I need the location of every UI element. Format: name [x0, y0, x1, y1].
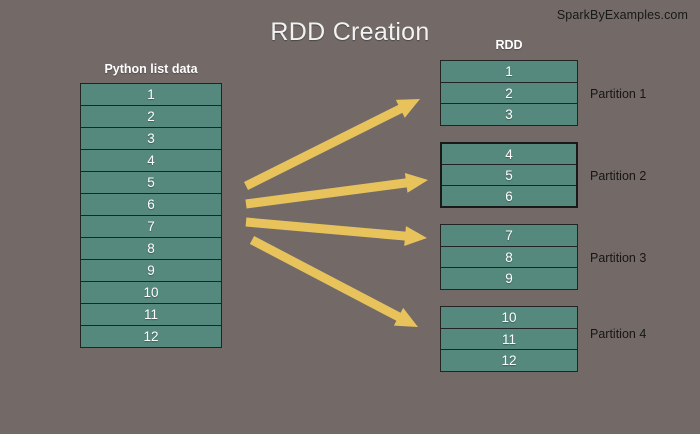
partition-3-cell: 8 [441, 246, 577, 269]
python-list-cell: 11 [81, 304, 221, 326]
partition-1-cell: 1 [441, 61, 577, 83]
arrow-to-partition-4 [249, 236, 419, 328]
python-list-cell: 5 [81, 172, 221, 194]
arrow-to-partition-3 [245, 217, 428, 247]
python-list-cell: 7 [81, 216, 221, 238]
partition-2-cell: 5 [442, 165, 576, 186]
partition-1-cell: 2 [441, 82, 577, 105]
partition-2-cell: 6 [442, 186, 576, 206]
partition-3-cell: 9 [441, 268, 577, 290]
partition-2-cell: 4 [442, 144, 576, 165]
partition-label-2: Partition 2 [590, 169, 647, 183]
python-list-cell: 2 [81, 106, 221, 128]
python-list-cell: 10 [81, 282, 221, 304]
python-list-cell: 4 [81, 150, 221, 172]
partition-4-cell: 11 [441, 328, 577, 351]
rdd-header: RDD [495, 38, 523, 52]
partition-1-cell: 3 [441, 104, 577, 126]
watermark-sparkbyexamples: SparkByExamples.com [556, 8, 688, 22]
page-title: RDD Creation [270, 18, 430, 46]
python-list-cell: 3 [81, 128, 221, 150]
partition-label-1: Partition 1 [590, 87, 647, 101]
python-list-cell: 8 [81, 238, 221, 260]
partition-4-cell: 10 [441, 307, 577, 329]
python-list-cell: 12 [81, 326, 221, 347]
python-list-cell: 9 [81, 260, 221, 282]
partition-3-cell: 7 [441, 225, 577, 247]
arrow-to-partition-2 [245, 172, 429, 209]
arrow-to-partition-1 [243, 98, 421, 191]
python-list-header: Python list data [104, 62, 198, 76]
partition-label-3: Partition 3 [590, 251, 647, 265]
partition-label-4: Partition 4 [590, 327, 647, 341]
python-list-cell: 6 [81, 194, 221, 216]
partition-4-cell: 12 [441, 350, 577, 372]
python-list-cell: 1 [81, 84, 221, 106]
